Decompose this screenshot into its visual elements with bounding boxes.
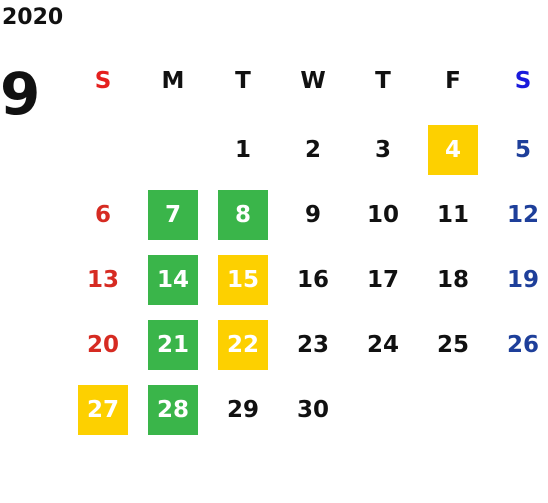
day-cell[interactable]: 4 — [428, 125, 478, 175]
weekday-header: M — [161, 68, 185, 94]
day-cell[interactable]: 27 — [78, 385, 128, 435]
day-cell[interactable]: 20 — [86, 332, 119, 358]
day-cell[interactable]: 29 — [226, 397, 259, 423]
year-label: 2020 — [2, 5, 64, 30]
day-cell[interactable]: 9 — [304, 202, 321, 228]
weekday-header: W — [300, 68, 326, 94]
weekday-header: T — [235, 68, 251, 94]
day-cell[interactable]: 10 — [366, 202, 399, 228]
day-cell[interactable]: 17 — [366, 267, 399, 293]
day-cell[interactable]: 23 — [296, 332, 329, 358]
day-cell[interactable]: 25 — [436, 332, 469, 358]
day-cell[interactable]: 14 — [148, 255, 198, 305]
weekday-header: T — [375, 68, 391, 94]
day-cell[interactable]: 11 — [436, 202, 469, 228]
weekday-header: S — [514, 68, 532, 94]
day-cell[interactable]: 5 — [514, 137, 531, 163]
day-cell[interactable]: 7 — [148, 190, 198, 240]
day-cell[interactable]: 13 — [86, 267, 119, 293]
day-cell[interactable]: 18 — [436, 267, 469, 293]
day-cell[interactable]: 1 — [234, 137, 251, 163]
day-cell[interactable]: 6 — [94, 202, 111, 228]
day-cell[interactable]: 24 — [366, 332, 399, 358]
day-cell[interactable]: 2 — [304, 137, 321, 163]
day-cell[interactable]: 8 — [218, 190, 268, 240]
day-cell[interactable]: 21 — [148, 320, 198, 370]
weekday-header: S — [94, 68, 112, 94]
month-number: 9 — [0, 60, 41, 128]
day-cell[interactable]: 28 — [148, 385, 198, 435]
day-cell[interactable]: 22 — [218, 320, 268, 370]
day-cell[interactable]: 26 — [506, 332, 539, 358]
day-cell[interactable]: 12 — [506, 202, 539, 228]
day-cell[interactable]: 19 — [506, 267, 539, 293]
day-cell[interactable]: 3 — [374, 137, 391, 163]
day-cell[interactable]: 15 — [218, 255, 268, 305]
weekday-header: F — [445, 68, 461, 94]
day-cell[interactable]: 30 — [296, 397, 329, 423]
day-cell[interactable]: 16 — [296, 267, 329, 293]
